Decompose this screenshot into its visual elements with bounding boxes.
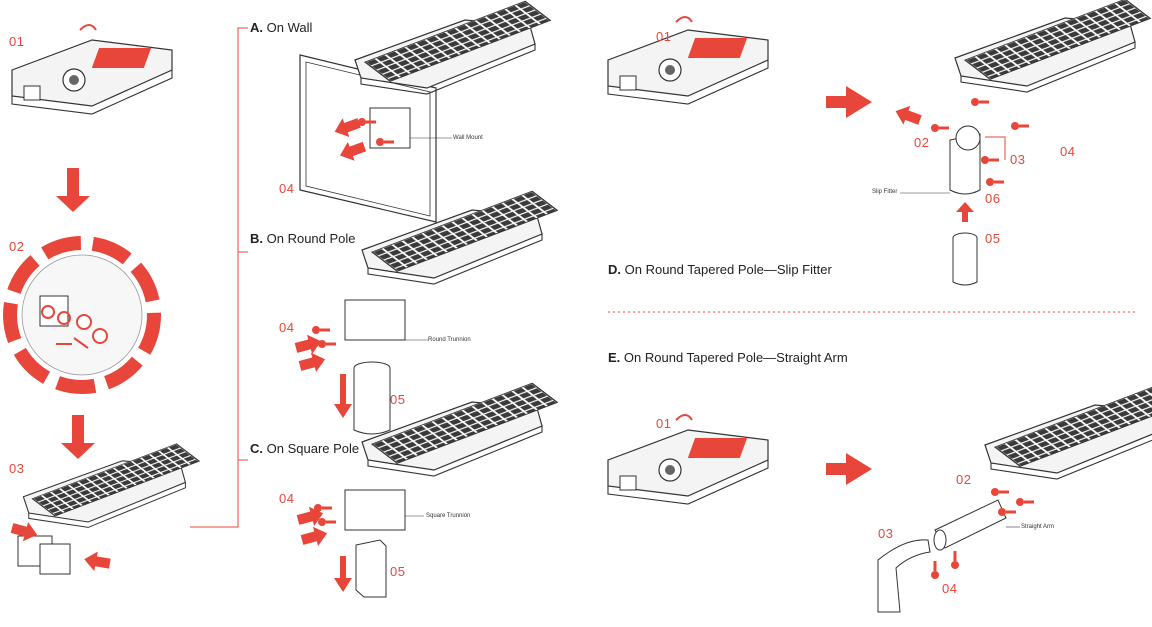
heading-d: D. On Round Tapered Pole—Slip Fitter [608,262,832,277]
step-01-assembly [11,24,173,115]
wall-install [299,0,551,223]
straight-arm-install [607,385,1152,613]
wall-step-04: 04 [279,181,295,196]
e-step-03: 03 [878,526,894,541]
detail-circle [3,236,161,394]
connector-bracket [190,27,248,528]
round-trunnion-callout: Round Trunnion [428,337,471,343]
d-step-02: 02 [914,135,930,150]
slip-fitter-install [607,0,1152,286]
step-label-03: 03 [9,461,25,476]
heading-a: A. On Wall [250,20,313,35]
step-03-assembly [9,443,200,575]
square-trunnion-callout: Square Trunnion [426,513,471,519]
heading-b: B. On Round Pole [250,231,356,246]
d-step-04: 04 [1060,144,1076,159]
round-step-05: 05 [390,392,406,407]
square-pole-install [295,382,558,598]
d-step-05: 05 [985,231,1001,246]
heading-e: E. On Round Tapered Pole—Straight Arm [608,350,848,365]
straight-arm-callout: Straight Arm [1021,524,1055,530]
e-step-01: 01 [656,416,672,431]
round-pole-install [293,190,558,435]
e-step-04: 04 [942,581,958,596]
d-step-06: 06 [985,191,1001,206]
round-step-04: 04 [279,320,295,335]
step-label-02: 02 [9,239,25,254]
step-label-01: 01 [9,34,25,49]
heading-c: C. On Square Pole [250,441,360,456]
d-step-01: 01 [656,29,672,44]
slip-fitter-callout: Slip Fitter [872,189,898,195]
square-step-04: 04 [279,491,295,506]
wall-mount-callout: Wall Mount [453,135,483,141]
square-step-05: 05 [390,564,406,579]
d-step-03: 03 [1010,152,1026,167]
down-arrow-1 [56,168,90,212]
down-arrow-2 [61,415,95,459]
e-step-02: 02 [956,472,972,487]
